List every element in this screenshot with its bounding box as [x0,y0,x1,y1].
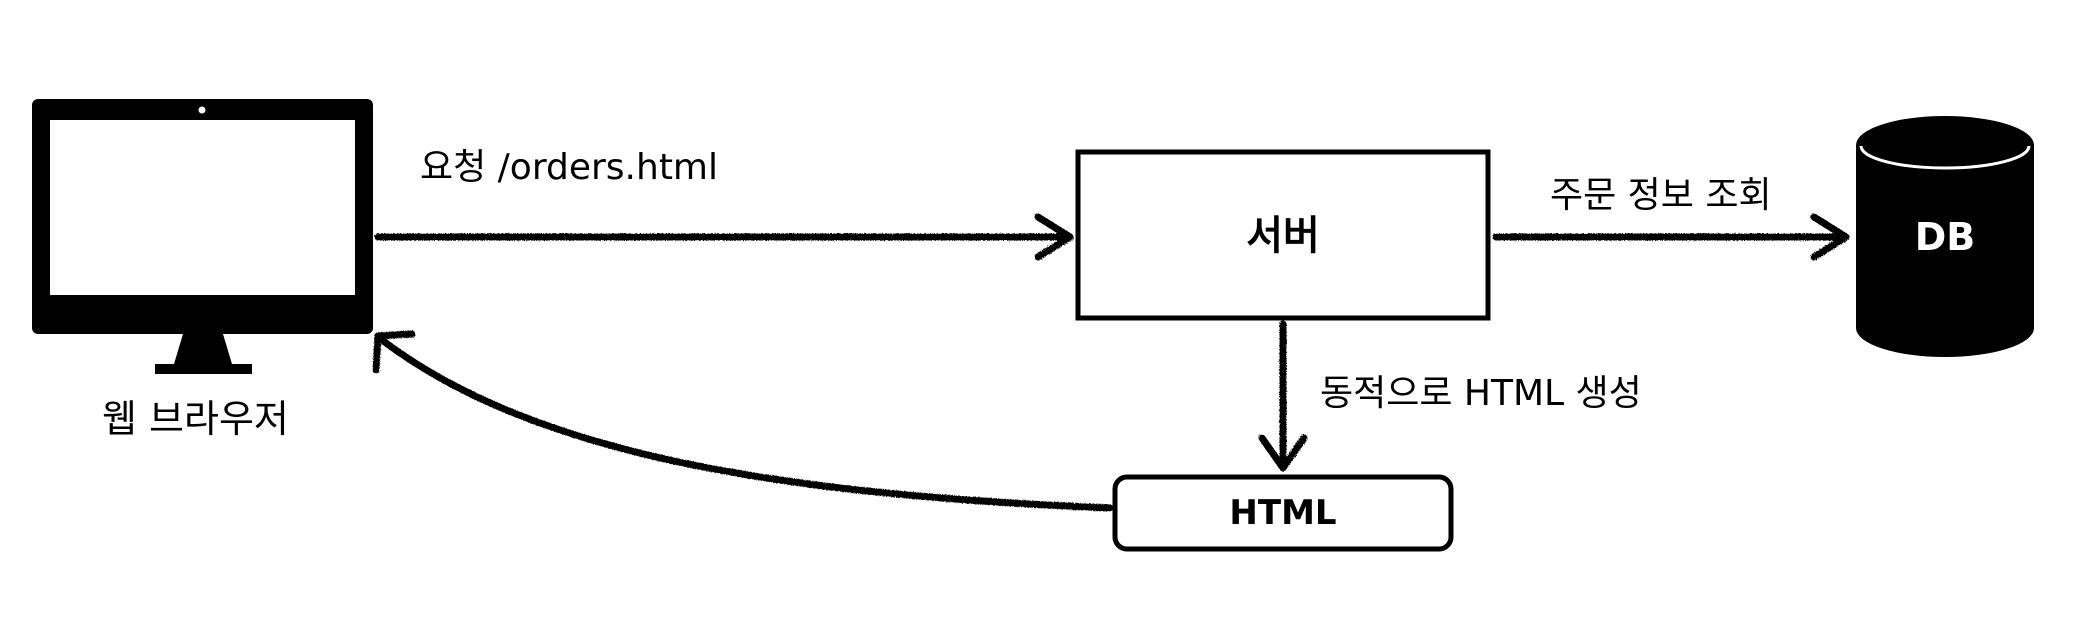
server-label: 서버 [1246,213,1320,259]
database-icon [1856,116,2034,357]
query-arrowhead [1810,213,1850,261]
request-label: 요청 /orders.html [420,147,719,188]
response-arrowhead [372,330,416,374]
query-label: 주문 정보 조회 [1550,175,1772,216]
generate-label: 동적으로 HTML 생성 [1320,373,1642,414]
generate-arrowhead [1258,434,1308,472]
db-label: DB [1914,215,1976,259]
html-box [1112,474,1454,552]
server-box [1075,149,1491,321]
request-arrowhead [1034,213,1074,261]
monitor-icon [32,99,373,374]
browser-label: 웹 브라우저 [102,397,289,441]
html-label: HTML [1229,493,1337,533]
response-arrow [378,336,1114,512]
